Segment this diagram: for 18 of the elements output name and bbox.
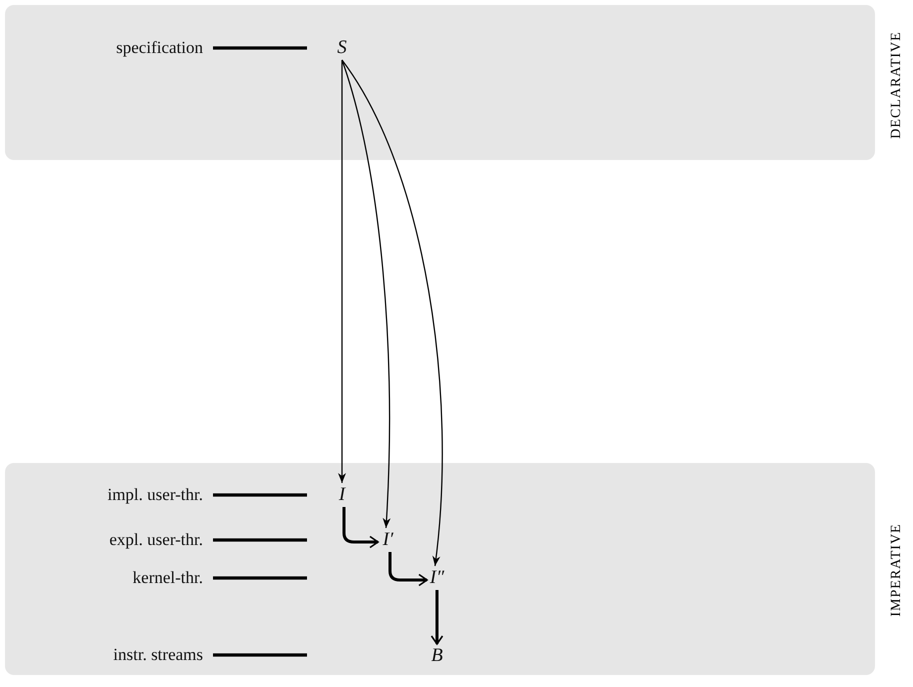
- arrow: [342, 507, 379, 548]
- level-label: expl. user-thr.: [109, 529, 203, 551]
- band-heading: IMPERATIVE: [889, 523, 905, 617]
- arrow: [342, 60, 443, 566]
- level-label: specification: [116, 37, 203, 59]
- math-symbol: I′: [382, 529, 394, 551]
- arrow: [341, 60, 390, 528]
- math-symbol: I: [338, 484, 346, 506]
- level-label: kernel-thr.: [132, 567, 203, 589]
- arrow: [338, 60, 346, 483]
- arrow: [388, 552, 428, 586]
- arrow: [430, 590, 444, 645]
- band-heading: DECLARATIVE: [889, 31, 905, 139]
- level-label: impl. user-thr.: [107, 484, 203, 506]
- math-symbol: S: [337, 37, 347, 59]
- level-label: instr. streams: [113, 644, 203, 666]
- math-symbol: B: [431, 645, 443, 667]
- math-symbol: I″: [430, 567, 444, 589]
